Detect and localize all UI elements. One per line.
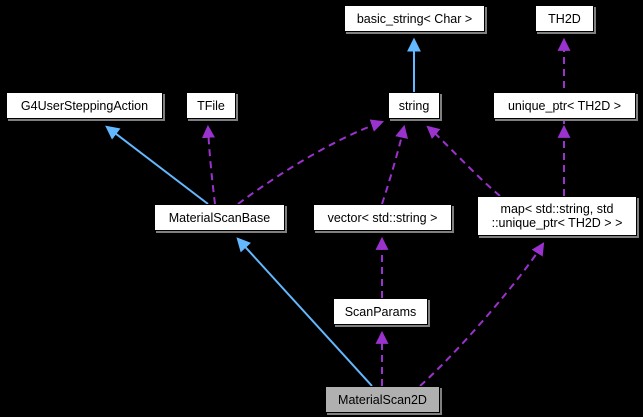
class-node-label: TFile	[197, 98, 225, 113]
class-node-scanparams[interactable]: ScanParams	[333, 298, 428, 325]
class-node-label: map< std::string, std ::unique_ptr< TH2D…	[491, 202, 623, 230]
class-node-label: basic_string< Char >	[356, 11, 473, 26]
class-node-label: vector< std::string >	[327, 210, 438, 225]
class-node-g4stepping[interactable]: G4UserSteppingAction	[6, 92, 163, 119]
class-node-vecstring[interactable]: vector< std::string >	[313, 204, 452, 231]
edge-vecstring-to-string	[381, 124, 408, 205]
class-node-label: ScanParams	[344, 304, 417, 319]
class-node-label: G4UserSteppingAction	[20, 98, 149, 113]
class-node-label: MaterialScanBase	[168, 210, 271, 225]
class-node-matscanbase[interactable]: MaterialScanBase	[154, 204, 285, 231]
edge-matscan2d-to-matscanbase	[236, 237, 373, 387]
class-node-label: TH2D	[548, 11, 581, 26]
class-node-label: MaterialScan2D	[338, 392, 427, 407]
class-node-mapth2d[interactable]: map< std::string, std ::unique_ptr< TH2D…	[477, 196, 637, 236]
class-node-basic_string[interactable]: basic_string< Char >	[344, 5, 485, 32]
edge-matscanbase-to-tfile	[201, 124, 216, 205]
edge-matscanbase-to-string	[237, 119, 385, 205]
class-node-label: string	[398, 98, 430, 113]
class-node-unique_ptr[interactable]: unique_ptr< TH2D >	[493, 92, 636, 119]
edge-matscan2d-to-mapth2d	[419, 242, 545, 387]
class-node-th2d[interactable]: TH2D	[535, 5, 594, 32]
class-node-tfile[interactable]: TFile	[186, 92, 236, 119]
class-node-matscan2d[interactable]: MaterialScan2D	[325, 386, 440, 413]
class-node-label: unique_ptr< TH2D >	[507, 98, 622, 113]
edge-matscanbase-to-g4stepping	[105, 125, 209, 205]
edge-mapth2d-to-string	[426, 125, 501, 197]
class-node-string[interactable]: string	[388, 92, 440, 119]
